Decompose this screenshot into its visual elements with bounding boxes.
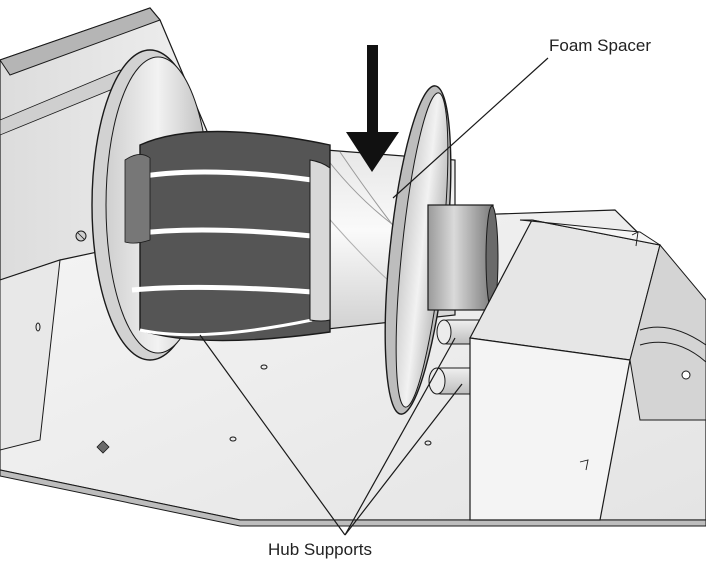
foam-spacer-label: Foam Spacer [549, 36, 652, 55]
hub-supports-label: Hub Supports [268, 540, 372, 559]
screw-head [75, 230, 87, 242]
down-arrow-icon [346, 45, 399, 172]
base-holes [35, 322, 432, 454]
foam-spacer-leader-line [392, 57, 549, 199]
label-roll [124, 130, 331, 342]
right-bracket-housing [469, 219, 706, 521]
hub-supports-leader-lines [199, 334, 463, 536]
